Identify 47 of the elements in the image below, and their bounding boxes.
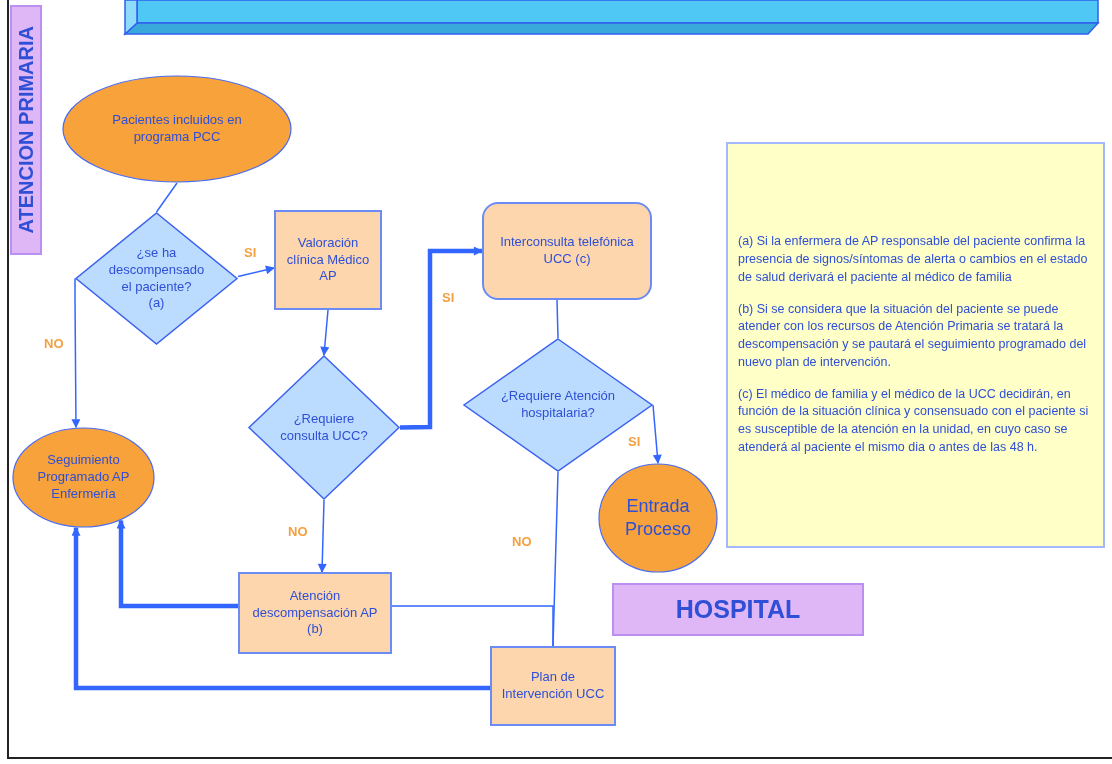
edge-label: NO	[42, 336, 66, 351]
arrow	[317, 499, 327, 573]
edge-label: SI	[242, 245, 259, 260]
node-text: Seguimiento Programado AP Enfermería	[36, 452, 131, 503]
decision-diamond	[463, 338, 653, 472]
arrow	[399, 246, 483, 430]
edge-label: NO	[286, 524, 310, 539]
node-text: Pacientes incluidos en programa PCC	[111, 112, 243, 146]
note-paragraph: (a) Si la enfermera de AP responsable del paciente confirma la presencia de signos/síntomas de alerta o cambios en el estado de salud derivará el paciente al médico de familia	[738, 233, 1089, 286]
decision-diamond	[75, 212, 238, 345]
process-box	[482, 202, 652, 300]
decision-text: ¿se ha descompensado el paciente?	[107, 244, 206, 296]
lane-label: HOSPITAL	[675, 594, 801, 626]
decision-text: ¿Requiere Atención hospitalaria?	[499, 388, 617, 422]
connector-line	[556, 299, 559, 339]
process-box	[274, 210, 382, 310]
node-text: Atención descompensación AP (b)	[251, 587, 379, 639]
terminal-ellipse	[62, 75, 292, 183]
arrow	[652, 404, 662, 464]
note-paragraph: (c) El médico de familia y el médico de la UCC decidirán, en función de la situación clínica y consensuado con el paciente si es susceptible de la atención en la unidad, en cuyo caso se atenderá al paciente el mismo dia o antes de las 48 h.	[738, 385, 1090, 456]
notes-box	[726, 142, 1105, 548]
arrow	[71, 277, 81, 429]
node-text: Valoración clínica Médico AP	[285, 234, 371, 286]
terminal-ellipse	[12, 427, 155, 528]
decision-text: ¿Requiere consulta UCC?	[279, 410, 369, 445]
process-box	[490, 646, 616, 726]
lane-label-band	[10, 5, 42, 255]
arrow	[320, 309, 330, 356]
arrow	[237, 265, 275, 278]
connector-line	[155, 182, 178, 213]
terminal-circle	[598, 463, 718, 573]
decision-text: (a)	[148, 295, 165, 313]
note-paragraph: (b) Si se considera que la situación del paciente se puede atender con los recursos de Atención Primaria se tratará la descompensación y se pautará el seguimiento programado del nuevo plan de intervención.	[738, 300, 1088, 371]
title-banner	[125, 0, 1098, 34]
edge-label: SI	[440, 290, 457, 305]
edge-label: SI	[626, 434, 643, 449]
process-box	[238, 572, 392, 654]
arrow	[71, 526, 490, 691]
node-text: Plan de Intervención UCC	[500, 669, 606, 703]
lane-label: ATENCION PRIMARIA	[14, 26, 38, 234]
decision-diamond	[248, 355, 400, 500]
node-text: Interconsulta telefónica UCC (c)	[499, 234, 635, 268]
node-text: Entrada Proceso	[623, 494, 692, 541]
connector-line	[391, 605, 554, 647]
lane-label-band	[612, 583, 864, 636]
arrow	[116, 519, 238, 609]
edge-label: NO	[510, 534, 534, 549]
